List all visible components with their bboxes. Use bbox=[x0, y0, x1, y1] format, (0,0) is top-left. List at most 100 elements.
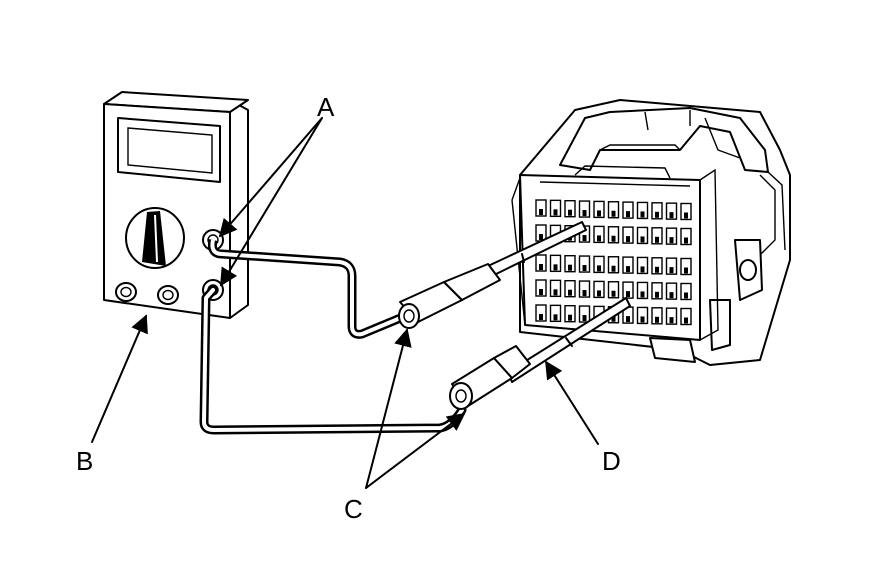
terminal-pin bbox=[582, 315, 587, 322]
terminal-cavity bbox=[607, 201, 620, 219]
terminal-cavity bbox=[593, 200, 605, 219]
selector-dial bbox=[125, 207, 185, 269]
terminal-cavity bbox=[578, 305, 591, 323]
terminal-cavity bbox=[651, 202, 663, 220]
terminal-pin bbox=[539, 289, 543, 295]
terminal-cavity bbox=[549, 279, 562, 298]
terminal-cavity bbox=[622, 201, 634, 219]
terminal-cavity bbox=[535, 279, 547, 297]
terminal-pin bbox=[568, 314, 572, 321]
terminal-pin bbox=[640, 291, 645, 298]
terminal-pin bbox=[568, 209, 572, 216]
terminal-pin bbox=[684, 292, 688, 299]
terminal-cavity bbox=[578, 280, 591, 298]
terminal-pin bbox=[655, 316, 659, 323]
terminal-pin bbox=[597, 265, 601, 272]
terminal-pin bbox=[669, 212, 674, 219]
terminal-cavity bbox=[593, 225, 605, 244]
terminal-cavity bbox=[622, 226, 634, 244]
terminal-pin bbox=[626, 266, 630, 273]
terminal-pin bbox=[684, 237, 688, 244]
terminal-pin bbox=[582, 265, 587, 272]
terminal-pin bbox=[611, 265, 616, 272]
terminal-cavity bbox=[564, 199, 576, 218]
terminal-pin bbox=[539, 209, 543, 215]
terminal-pin bbox=[539, 264, 543, 270]
terminal-cavities bbox=[535, 199, 692, 326]
terminal-pin bbox=[669, 267, 674, 274]
terminal-cavity bbox=[665, 282, 678, 300]
terminal-pin bbox=[539, 314, 543, 320]
terminal-cavity bbox=[578, 255, 591, 273]
terminal-pin bbox=[553, 209, 558, 216]
terminal-cavity bbox=[680, 227, 692, 246]
ecu-connector bbox=[511, 99, 791, 366]
terminal-pin bbox=[655, 211, 659, 218]
back-probe-adapter-lower bbox=[449, 345, 531, 410]
multimeter-display bbox=[117, 117, 221, 183]
terminal-pin bbox=[640, 266, 645, 273]
terminal-cavity bbox=[578, 200, 591, 218]
terminal-pin bbox=[684, 212, 688, 219]
terminal-pin bbox=[684, 267, 688, 274]
terminal-pin bbox=[582, 290, 587, 297]
terminal-pin bbox=[553, 264, 558, 271]
terminal-pin bbox=[539, 234, 543, 240]
terminal-cavity bbox=[651, 227, 663, 245]
jack-right-icon bbox=[157, 285, 179, 305]
jack-left-icon bbox=[115, 282, 137, 302]
terminal-cavity bbox=[535, 254, 547, 272]
terminal-pin bbox=[640, 236, 645, 243]
terminal-cavity bbox=[607, 256, 620, 274]
terminal-cavity bbox=[622, 256, 634, 274]
terminal-cavity bbox=[564, 254, 576, 273]
callout-d-label: D bbox=[602, 446, 621, 476]
terminal-pin bbox=[626, 211, 630, 218]
terminal-pin bbox=[669, 237, 674, 244]
terminal-pin bbox=[582, 235, 587, 242]
terminal-pin bbox=[655, 236, 659, 243]
terminal-pin bbox=[568, 289, 572, 296]
terminal-pin bbox=[597, 290, 601, 297]
terminal-cavity bbox=[607, 281, 620, 299]
terminal-cavity bbox=[665, 257, 678, 275]
terminal-cavity bbox=[680, 282, 692, 301]
callout-d: D bbox=[545, 360, 621, 476]
terminal-pin bbox=[611, 235, 616, 242]
terminal-pin bbox=[626, 236, 630, 243]
terminal-cavity bbox=[665, 227, 678, 245]
terminal-cavity bbox=[549, 254, 562, 273]
terminal-pin bbox=[611, 210, 616, 217]
callout-b-label: B bbox=[76, 446, 93, 476]
terminal-pin bbox=[655, 266, 659, 273]
multimeter bbox=[103, 91, 249, 319]
terminal-pin bbox=[669, 292, 674, 299]
terminal-pin bbox=[640, 316, 645, 323]
terminal-pin bbox=[655, 291, 659, 298]
terminal-cavity bbox=[651, 257, 663, 275]
terminal-cavity bbox=[680, 307, 692, 326]
terminal-cavity bbox=[607, 226, 620, 244]
back-probe-adapter-upper bbox=[398, 263, 501, 329]
terminal-pin bbox=[640, 211, 645, 218]
terminal-cavity bbox=[549, 304, 562, 323]
terminal-cavity bbox=[680, 202, 692, 221]
terminal-pin bbox=[684, 317, 688, 324]
terminal-cavity bbox=[564, 305, 576, 323]
terminal-cavity bbox=[636, 256, 649, 275]
callout-a: A bbox=[218, 92, 335, 287]
terminal-cavity bbox=[636, 281, 649, 300]
terminal-cavity bbox=[636, 201, 649, 220]
terminal-cavity bbox=[593, 255, 605, 274]
callout-a-label: A bbox=[317, 92, 335, 122]
terminal-pin bbox=[597, 210, 601, 217]
terminal-cavity bbox=[636, 226, 649, 245]
terminal-cavity bbox=[535, 304, 547, 322]
terminal-cavity bbox=[665, 307, 678, 325]
terminal-cavity bbox=[564, 280, 576, 298]
test-lead-upper bbox=[207, 239, 415, 339]
terminal-pin bbox=[582, 210, 587, 217]
terminal-cavity bbox=[665, 202, 678, 220]
terminal-pin bbox=[611, 315, 616, 322]
